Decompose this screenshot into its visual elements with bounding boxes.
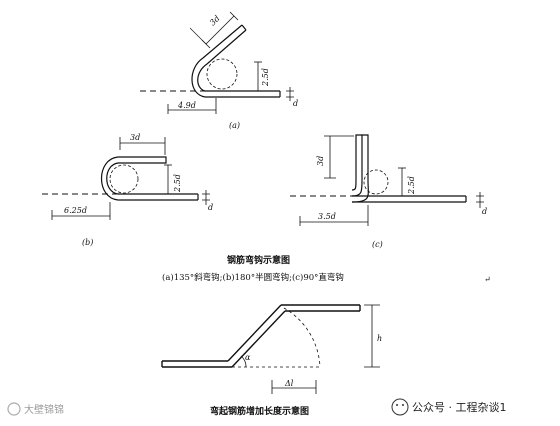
dim-label-2-5d: 2.5d [261,68,270,87]
watermark-left-text: 大壁锦锦 [24,403,64,416]
hook-vertical-outer [351,134,369,203]
dim-ticks-h [364,304,380,368]
wechat-icon [391,398,409,416]
dim-ticks-delta [271,380,317,394]
watermark-left: 大壁锦锦 [7,402,64,416]
dim-label-3d: 3d [316,156,325,166]
watermark-right-text: 公众号 · 工程杂谈1 [412,401,507,414]
dim-ticks-d [202,193,210,201]
wechat-icon-eye-right [402,404,404,406]
hook-tip [241,24,247,31]
label-c: (c) [372,240,383,249]
bent-bar-diagram: α h Δl [161,304,382,394]
dim-ticks-4-9d [167,98,217,114]
hook-outer [197,29,247,92]
hook-135-diagram: 3d 2.5d d 4.9d (a) [140,11,298,130]
label-b: (b) [82,238,93,247]
figure2-title: 弯起钢筋增加长度示意图 [210,405,309,417]
dim-label-2-5d: 2.5d [173,174,182,193]
hook-semicircle [100,156,167,201]
hook-90-diagram: 3d 2.5d d 3.5d (c) [290,134,487,249]
figure1-caption: (a)135°斜弯钩;(b)180°半圆弯钩;(c)90°直弯钩 [162,272,344,283]
mandrel-circle [363,169,389,195]
dim-label-d: d [293,99,298,108]
label-a: (a) [229,121,240,130]
dim-label-4-9d: 4.9d [177,101,196,110]
dim-ticks-3d [324,135,354,179]
dim-label-d: d [208,203,213,212]
dim-label-6-25d: 6.25d [64,206,87,215]
hook-inner [191,24,243,98]
label-delta: Δl [284,379,294,388]
bar-incline [227,304,286,368]
dim-ticks-d [476,195,484,203]
watermark-right: 公众号 · 工程杂谈1 [391,398,507,416]
bar-upper [281,304,361,312]
bar-body [352,195,467,203]
wechat-icon-eye-left [396,404,398,406]
dim-line-3d [205,15,235,45]
label-h: h [377,334,382,343]
return-mark: ↵ [484,275,491,284]
watermark-logo-icon [7,402,21,416]
ext-line [189,27,207,45]
dim-ticks-3-5d [299,205,369,226]
bar-body [205,90,280,98]
mandrel-circle [206,58,238,90]
dim-label-3d: 3d [130,133,140,142]
dim-label-d: d [482,207,487,216]
bar-lower [161,360,232,368]
dim-ticks-3d [119,137,166,155]
figure1-title: 钢筋弯钩示意图 [227,254,290,266]
mandrel-circle [109,164,139,194]
dim-label-3d: 3d [208,14,222,28]
dim-label-3-5d: 3.5d [318,212,336,221]
swing-arc [283,307,321,368]
bar-body [118,193,199,201]
dim-ticks-6-25d [51,202,111,220]
dim-ticks-d [286,90,294,98]
hook-180-diagram: 3d 2.5d d 6.25d (b) [42,133,213,247]
dim-label-2-5d: 2.5d [407,176,416,195]
angle-arc [240,355,247,368]
label-alpha: α [245,353,251,362]
hook-vertical-inner [351,134,363,197]
